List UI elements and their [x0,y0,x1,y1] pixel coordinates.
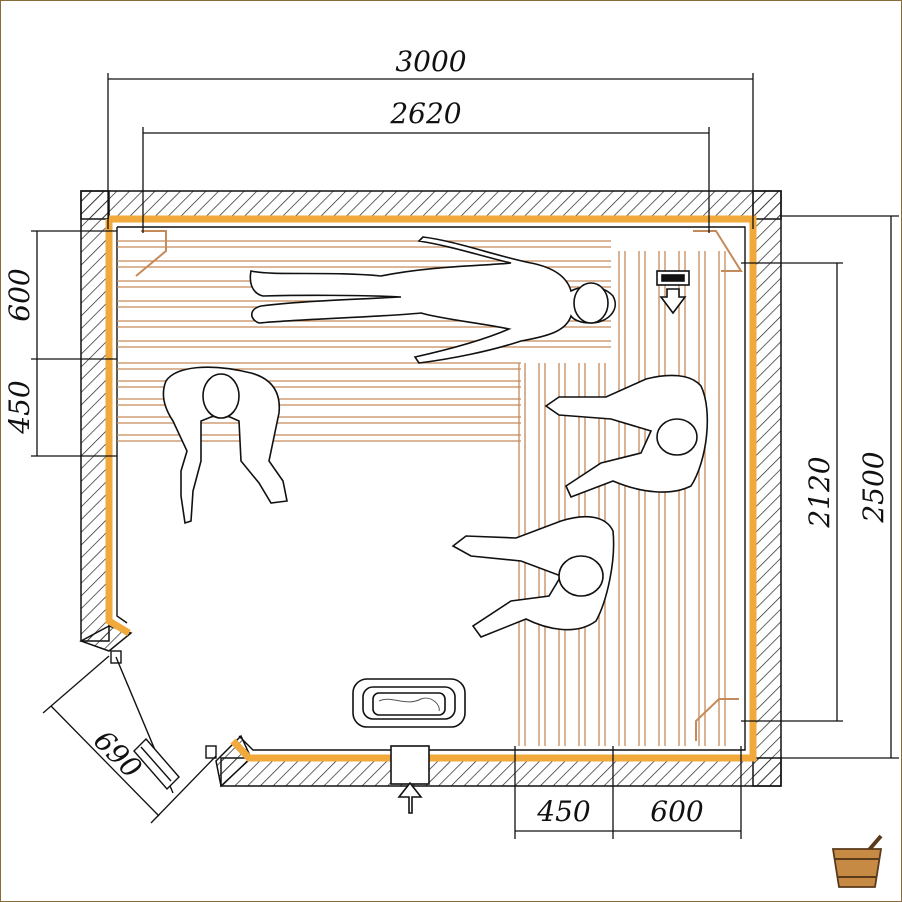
dim-upper-bench-label: 600 [3,268,36,321]
wall-left-bevel [79,625,133,652]
wall-left [80,190,110,642]
seated-person-right-lower [451,515,615,638]
lining-outline [105,215,757,762]
dim-outer-width-label: 3000 [395,45,466,78]
reclining-person [249,236,616,364]
dim-inner-length-label: 2120 [803,456,836,528]
seated-person-right-upper [544,374,709,499]
seated-person-left [162,366,288,525]
dim-inner-width-label: 2620 [389,97,461,130]
wall-top [80,190,782,220]
dim-outer-width [107,73,754,229]
dim-outer-length-label: 2500 [857,451,890,523]
wood-lining [105,215,757,762]
wall-right [752,190,782,787]
dim-bench-depth-bottom [514,746,742,839]
dim-bottom-upper-label: 600 [650,795,703,828]
dim-lower-bench-label: 450 [3,380,36,434]
dim-inner-length [741,262,843,722]
lining-inner-line [116,226,746,751]
lower-bench-top [117,362,521,442]
bucket-ladle-logo [831,834,883,888]
sauna-heater-icon [352,678,466,728]
dim-bottom-lower-label: 450 [536,795,590,828]
dim-inner-width [142,127,710,233]
bench-brackets [135,230,743,741]
dim-outer-length [781,215,899,759]
air-outlet-arrow-icon [656,270,690,315]
dim-bench-depth-left [31,230,117,457]
air-inlet-arrow-icon [390,745,430,814]
upper-bench-right [618,251,726,746]
dim-door [42,655,217,824]
wall-bottom [220,757,782,787]
door-swing [110,650,217,794]
dim-door-label: 690 [87,724,148,785]
walls [79,190,782,788]
